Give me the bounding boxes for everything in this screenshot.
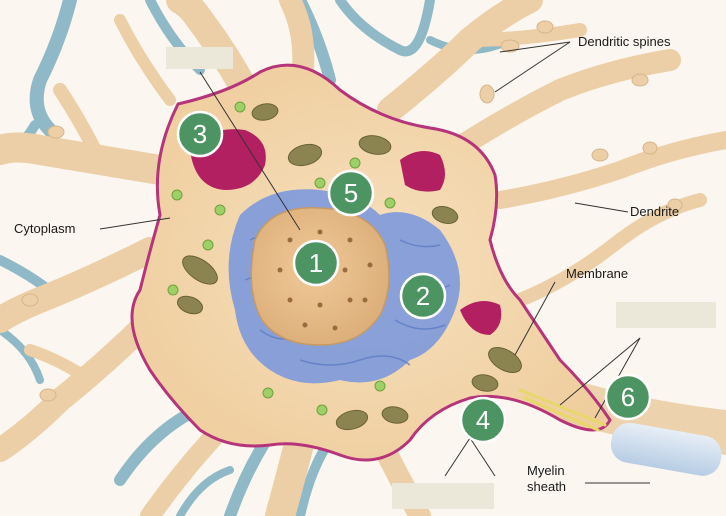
marker-4-number: 4: [476, 405, 490, 435]
marker-4[interactable]: 4: [459, 396, 507, 444]
marker-3[interactable]: 3: [176, 110, 224, 158]
marker-6-number: 6: [621, 382, 635, 412]
marker-5-number: 5: [344, 178, 358, 208]
answer-box-right[interactable]: [616, 302, 716, 328]
marker-6[interactable]: 6: [604, 373, 652, 421]
axon-hillock-stripes: [518, 388, 607, 432]
marker-2-number: 2: [416, 281, 430, 311]
marker-1[interactable]: 1: [292, 239, 340, 287]
myelin-sheath-segment: [610, 422, 722, 476]
marker-3-number: 3: [193, 119, 207, 149]
marker-1-number: 1: [309, 248, 323, 278]
label-cytoplasm: Cytoplasm: [14, 221, 75, 236]
answer-box-top[interactable]: [166, 47, 233, 69]
label-membrane: Membrane: [566, 266, 628, 281]
vesicles: [167, 101, 396, 416]
label-dendrite: Dendrite: [630, 204, 679, 219]
label-sheath: sheath: [527, 479, 566, 494]
dendritic-spine-knobs: [21, 20, 683, 402]
nuclear-pores: [277, 229, 373, 331]
mitochondria: [176, 103, 522, 431]
label-myelin: Myelin: [527, 463, 565, 478]
marker-5[interactable]: 5: [327, 169, 375, 217]
answer-box-bottom[interactable]: [392, 483, 494, 509]
label-dendritic-spines: Dendritic spines: [578, 34, 671, 49]
marker-2[interactable]: 2: [399, 272, 447, 320]
golgi-bodies: [190, 129, 502, 335]
